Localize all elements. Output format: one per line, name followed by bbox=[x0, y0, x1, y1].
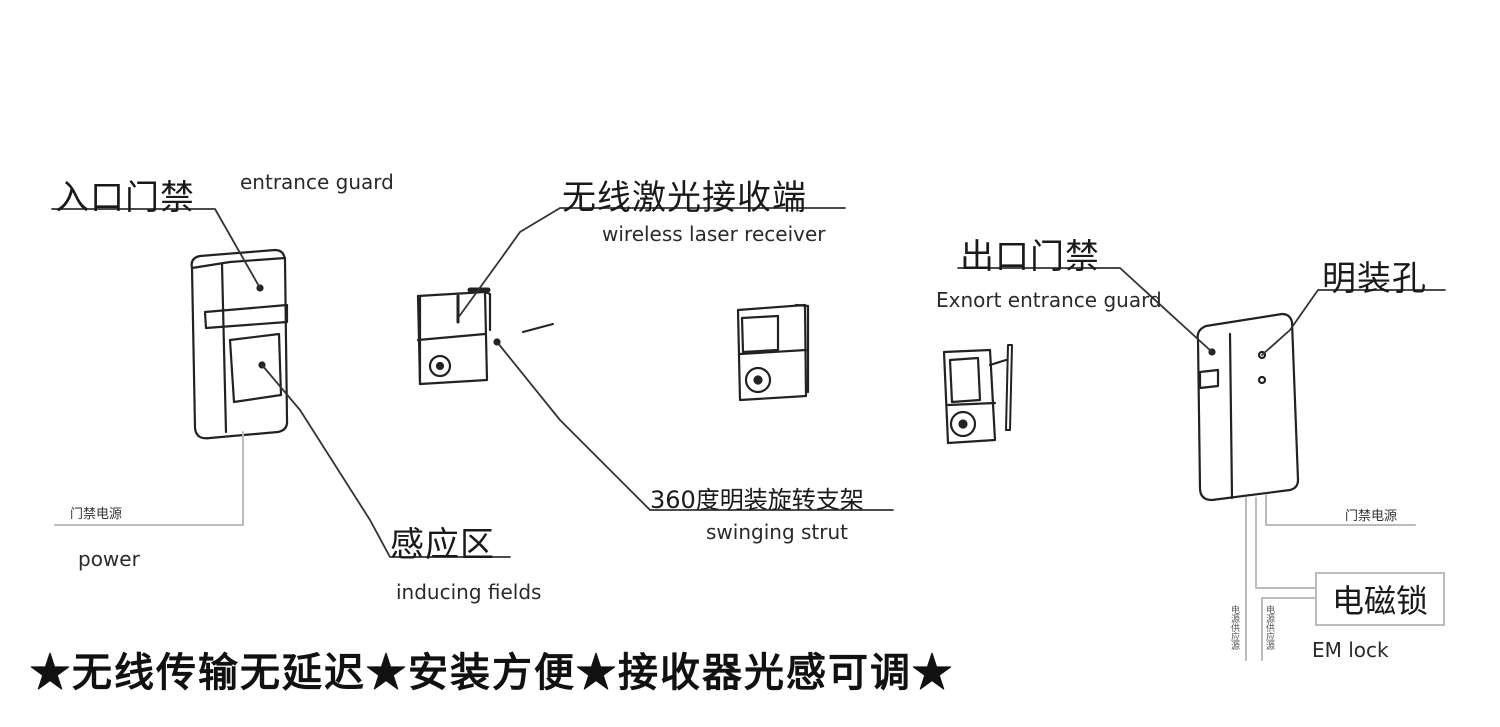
strut-cn-label: 360度明装旋转支架 bbox=[650, 486, 864, 514]
laser-receiver-device-3 bbox=[942, 344, 1013, 445]
wireless-receiver-en-label: wireless laser receiver bbox=[602, 222, 826, 246]
leader-strut bbox=[496, 341, 894, 511]
leader-inducing bbox=[261, 364, 511, 558]
emlock-en-label: EM lock bbox=[1312, 638, 1389, 662]
supply-wire-label-2: 电源供应源 bbox=[1264, 605, 1274, 650]
strut-en-label: swinging strut bbox=[706, 520, 848, 544]
wireless-receiver-cn-label: 无线激光接收端 bbox=[562, 178, 807, 218]
export-guard-device bbox=[1196, 312, 1300, 502]
inducing-en-label: inducing fields bbox=[396, 580, 542, 604]
power-cn-label-right: 门禁电源 bbox=[1345, 509, 1398, 524]
power-cn-label-left: 门禁电源 bbox=[70, 507, 123, 522]
inducing-cn-label: 感应区 bbox=[390, 525, 495, 565]
emlock-wire bbox=[1255, 497, 1317, 589]
emlock-cn-label: 电磁锁 bbox=[1331, 582, 1428, 620]
leader-export-guard bbox=[957, 267, 1213, 353]
power-wire-right bbox=[1265, 494, 1416, 526]
supply-wire-label-1: 电源供应源 bbox=[1229, 605, 1239, 650]
entrance-guard-cn-label: 入口门禁 bbox=[55, 178, 195, 218]
export-guard-en-label: Exnort entrance guard bbox=[936, 288, 1162, 312]
power-en-label: power bbox=[78, 547, 140, 571]
power-wire-left bbox=[54, 431, 244, 526]
leader-wireless-receiver bbox=[457, 207, 846, 319]
feature-banner: ★无线传输无延迟★安装方便★接收器光感可调★ bbox=[30, 649, 954, 696]
supply-wire-2 bbox=[1261, 597, 1317, 661]
emlock-box: 电磁锁 bbox=[1315, 572, 1445, 626]
leader-mount-hole bbox=[1261, 289, 1446, 356]
laser-receiver-device-2 bbox=[736, 303, 810, 402]
export-guard-cn-label: 出口门禁 bbox=[960, 237, 1100, 277]
entrance-guard-en-label: entrance guard bbox=[240, 170, 394, 194]
leader-entrance-guard bbox=[51, 208, 261, 289]
mount-hole-cn-label: 明装孔 bbox=[1322, 259, 1427, 299]
entrance-guard-device bbox=[190, 248, 289, 440]
laser-receiver-device-1 bbox=[416, 287, 554, 386]
